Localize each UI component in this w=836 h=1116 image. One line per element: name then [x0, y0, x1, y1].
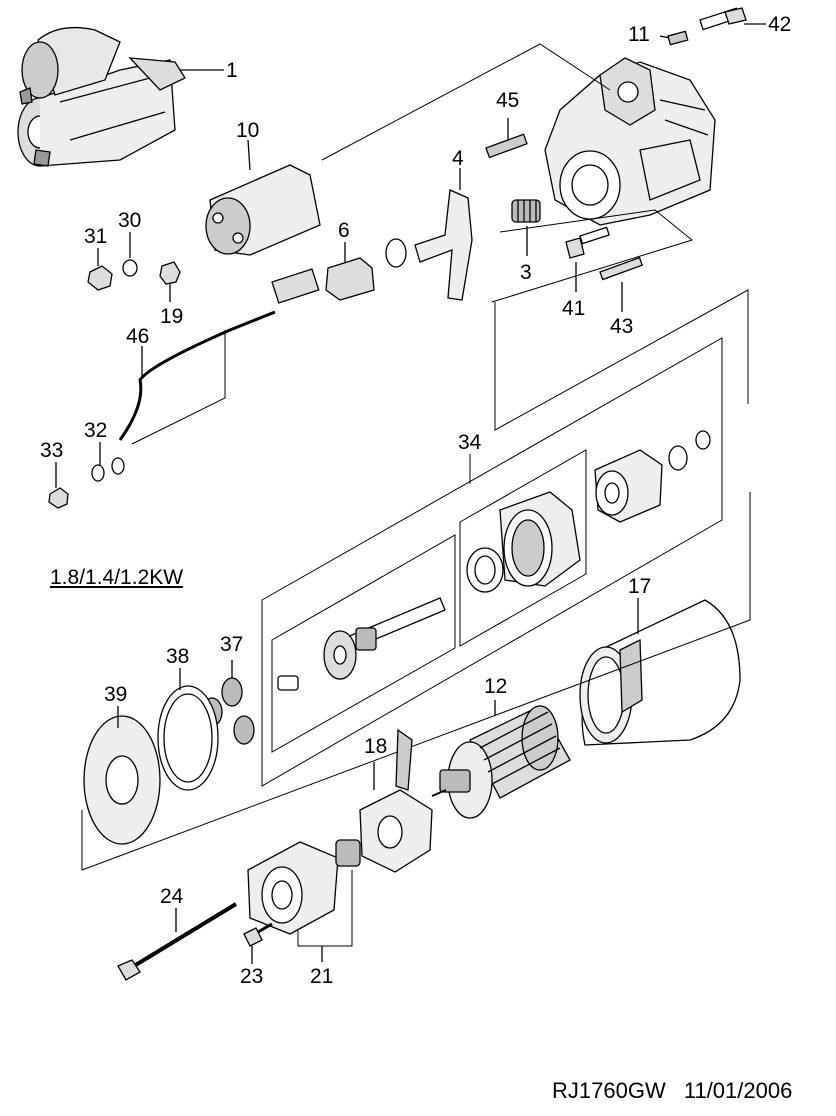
pinion-gear-3	[511, 199, 541, 256]
callout-38: 38	[166, 645, 190, 668]
bracket-frame	[81, 492, 751, 871]
plunger-6	[325, 242, 375, 301]
footer: RJ1760GW 11/01/2006	[552, 1078, 792, 1104]
callout-19: 19	[160, 305, 184, 328]
lockwasher	[111, 457, 125, 475]
intermediate-ring-38	[157, 668, 219, 791]
brush-holder-18	[359, 728, 433, 873]
variant-label: 1.8/1.4/1.2KW	[50, 566, 184, 589]
screw-23	[243, 922, 273, 964]
callout-37: 37	[220, 633, 244, 656]
callout-4: 4	[452, 147, 464, 170]
starter-assembly-part-1	[17, 26, 186, 167]
callout-32: 32	[84, 419, 108, 442]
armature-12	[431, 700, 571, 819]
callout-46: 46	[126, 325, 150, 348]
bracket-solenoid	[321, 43, 611, 161]
callout-1: 1	[226, 59, 238, 82]
drawing-date: 11/01/2006	[683, 1078, 793, 1103]
commutator-end-frame-21	[247, 839, 361, 962]
washer-30	[122, 259, 138, 277]
planet-gears-37	[201, 660, 255, 745]
callout-17: 17	[628, 575, 652, 598]
callout-30: 30	[118, 209, 142, 232]
washer-32	[91, 464, 105, 482]
ring-gear-housing	[466, 491, 581, 593]
callout-42: 42	[768, 13, 792, 36]
callout-23: 23	[240, 965, 264, 988]
callout-41: 41	[562, 297, 586, 320]
callout-10: 10	[236, 119, 260, 142]
shift-lever-4	[414, 168, 473, 301]
drive-end-housing	[544, 57, 716, 226]
callout-33: 33	[40, 439, 64, 462]
callout-34: 34	[458, 431, 482, 454]
nut-33	[48, 487, 69, 509]
callout-12: 12	[484, 675, 508, 698]
bolt-41	[565, 226, 610, 292]
field-frame-17	[579, 598, 741, 746]
bracket-gear-train	[494, 289, 749, 431]
spring-seat-disc	[385, 238, 407, 268]
bolt-11	[667, 30, 689, 46]
bolt-42	[699, 7, 747, 31]
callout-43: 43	[610, 315, 634, 338]
nut-31	[87, 265, 113, 291]
bracket-housing	[491, 209, 694, 303]
callout-39: 39	[104, 683, 128, 706]
callout-45: 45	[496, 89, 520, 112]
callout-3: 3	[520, 261, 532, 284]
stud-43	[599, 256, 644, 312]
nut-19	[159, 261, 181, 285]
callout-24: 24	[160, 885, 184, 908]
callout-6: 6	[338, 219, 350, 242]
overrunning-clutch	[594, 430, 711, 523]
connector-lead-46	[118, 268, 320, 441]
output-shaft	[277, 597, 446, 691]
solenoid-10	[205, 139, 321, 256]
stud-45	[485, 118, 528, 159]
end-cover-39	[83, 706, 161, 845]
through-bolt-24	[117, 902, 238, 981]
drawing-code: RJ1760GW	[552, 1078, 666, 1103]
bracket-top	[131, 330, 226, 445]
callout-11: 11	[628, 23, 650, 46]
callout-31: 31	[84, 225, 108, 248]
callout-21: 21	[310, 965, 334, 988]
callout-18: 18	[364, 735, 388, 758]
